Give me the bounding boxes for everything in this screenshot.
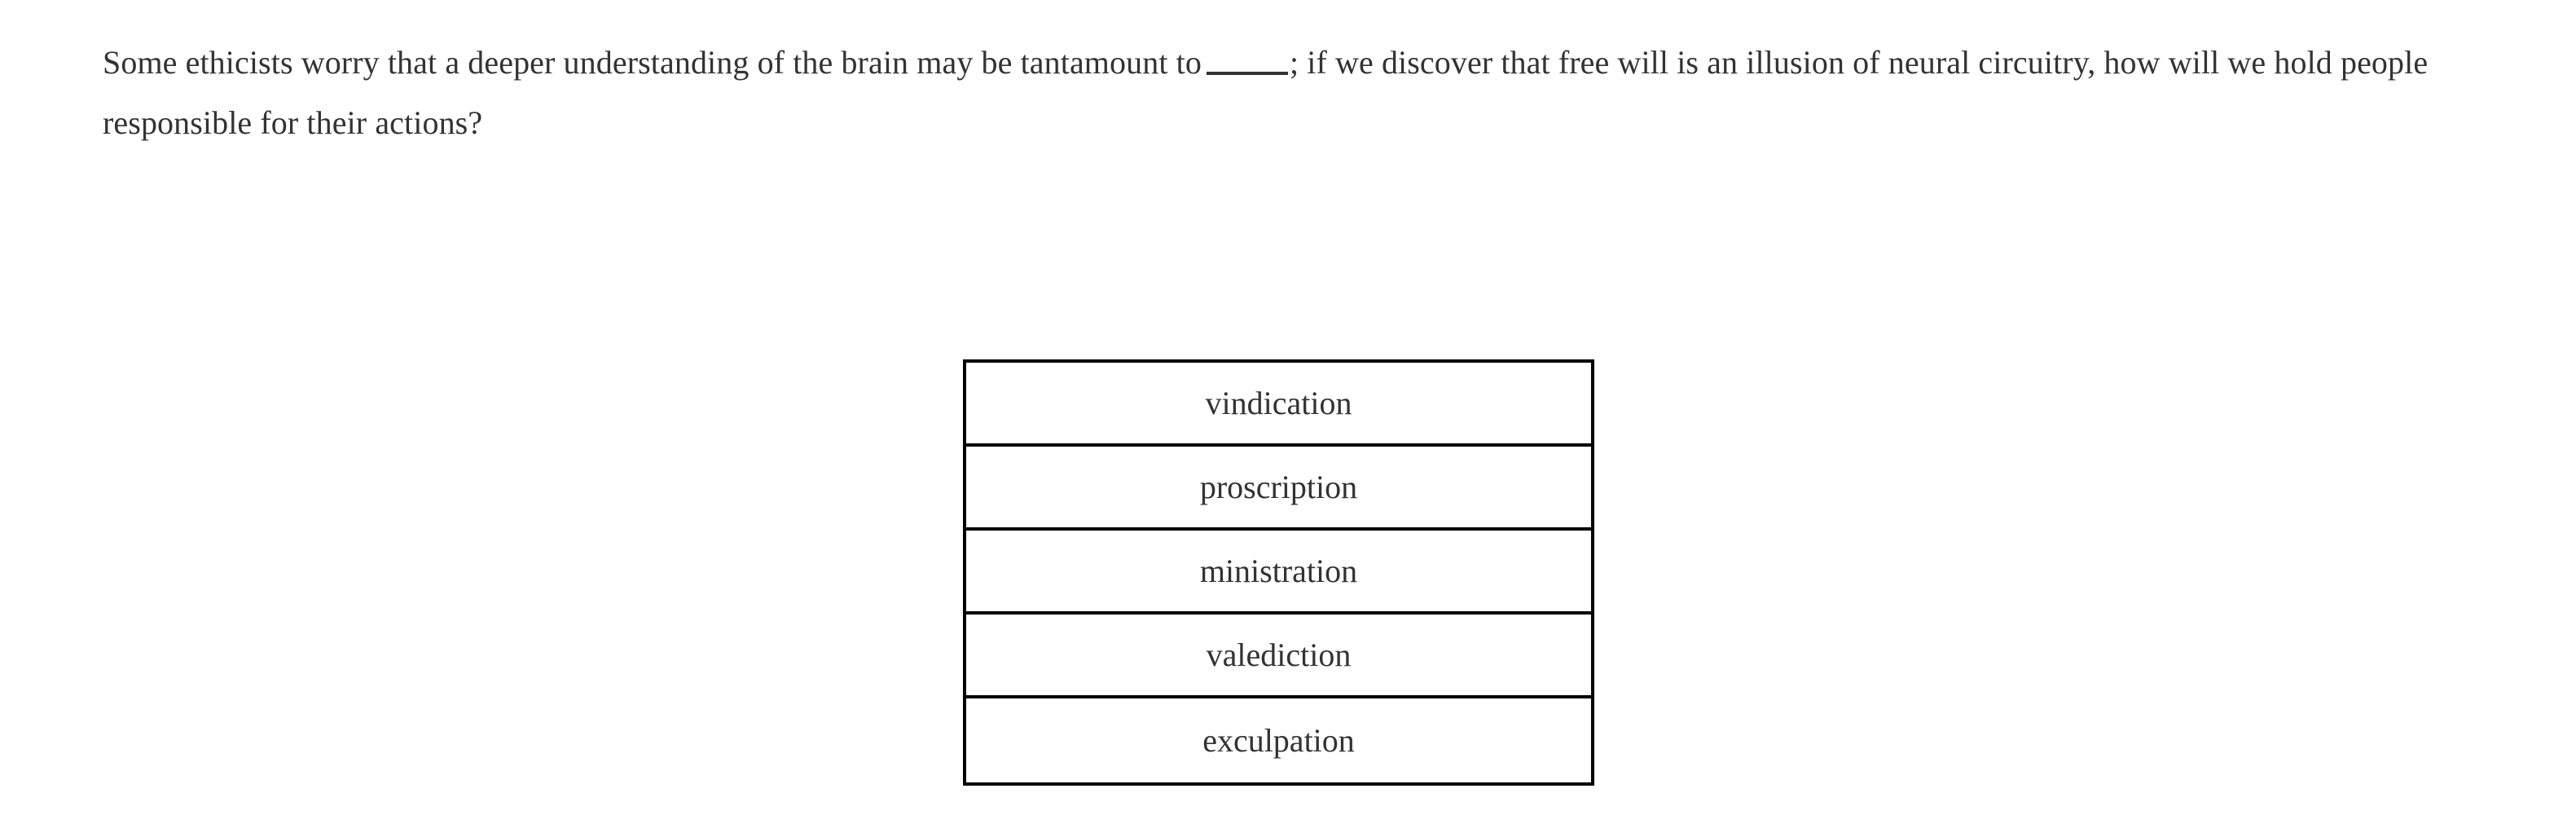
- answer-choice-option[interactable]: proscription: [966, 447, 1591, 531]
- answer-choice-label: vindication: [1205, 384, 1352, 421]
- answer-choice-option[interactable]: ministration: [966, 531, 1591, 615]
- question-text-part-2: ; if we discover that free will is an il…: [103, 44, 2429, 141]
- answer-choice-label: valediction: [1206, 636, 1352, 673]
- answer-choice-label: ministration: [1199, 552, 1358, 589]
- answer-choice-label: exculpation: [1202, 721, 1355, 759]
- answer-choice-option[interactable]: valediction: [966, 615, 1591, 698]
- answer-choices-list: vindication proscription ministration va…: [963, 359, 1594, 786]
- question-prompt: Some ethicists worry that a deeper under…: [103, 33, 2449, 153]
- question-text-part-1: Some ethicists worry that a deeper under…: [103, 44, 1202, 81]
- answer-choice-option[interactable]: vindication: [966, 363, 1591, 447]
- question-blank: [1206, 47, 1288, 75]
- answer-choice-option[interactable]: exculpation: [966, 698, 1591, 782]
- answer-choice-label: proscription: [1199, 468, 1358, 505]
